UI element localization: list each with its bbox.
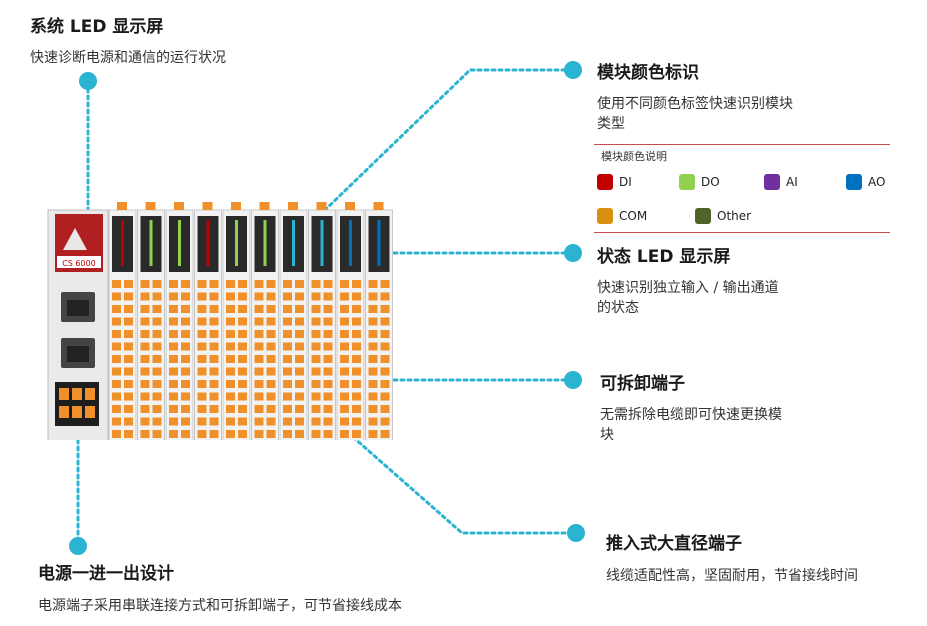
status-led-desc-line1: 快速识别独立输入 / 输出通道 [597,280,779,296]
system-led-title: 系统 LED 显示屏 [30,17,164,37]
legend-label-com: COM [619,209,648,223]
push-in-marker [567,524,585,542]
io-module [308,202,336,440]
push-in-desc: 线缆适配性高，坚固耐用，节省接线时间 [606,568,858,584]
line-module-color [323,68,567,212]
model-plate [57,256,101,268]
module-color-desc-line2: 类型 [597,116,625,132]
io-module [365,202,393,440]
ethernet-port-1-socket [67,300,89,316]
io-module [279,202,308,440]
io-modules [108,202,393,440]
legend-swatch-com [597,208,613,224]
push-in-title: 推入式大直径端子 [606,534,742,554]
module-color-marker [564,61,582,79]
io-module [336,202,365,440]
brand-logo-icon [63,228,87,250]
legend-label-other: Other [717,209,752,223]
legend-swatch-other [695,208,711,224]
legend-title: 模块颜色说明 [601,150,667,163]
io-module [251,202,279,440]
legend-swatch-di [597,174,613,190]
power-pin [72,406,82,418]
line-push-in [343,428,567,535]
system-led-desc: 快速诊断电源和通信的运行状况 [30,50,226,66]
io-module-device: CS 6000 [47,202,393,440]
legend-label-ao: AO [868,175,886,189]
removable-terminal-desc-line1: 无需拆除电缆即可快速更换模 [600,407,782,423]
legend-divider-top [594,144,890,145]
power-pin [85,406,95,418]
io-module [222,202,251,440]
ethernet-port-2-socket [67,346,89,362]
system-led-marker [79,72,97,90]
power-desc: 电源端子采用串联连接方式和可拆卸端子，可节省接线成本 [38,598,402,614]
module-color-title: 模块颜色标识 [597,63,699,83]
removable-terminal-marker [564,371,582,389]
status-led-desc-line2: 的状态 [597,300,639,316]
model-label: CS 6000 [62,259,96,268]
power-terminal-pins [59,388,95,418]
power-pin [85,388,95,400]
status-led-marker [564,244,582,262]
io-module [165,202,194,440]
legend-swatch-do [679,174,695,190]
power-title: 电源一进一出设计 [38,564,174,584]
power-pin [59,406,69,418]
legend-divider-bottom [594,232,890,233]
io-module [194,202,222,440]
legend-swatch-ai [764,174,780,190]
legend-label-di: DI [619,175,632,189]
status-led-title: 状态 LED 显示屏 [597,247,731,267]
io-module [108,202,137,440]
removable-terminal-desc-line2: 块 [600,427,614,443]
power-pin [59,388,69,400]
io-module [137,202,165,440]
legend-swatch-ao [846,174,862,190]
legend-label-ai: AI [786,175,798,189]
power-pin [72,388,82,400]
power-marker [69,537,87,555]
legend-label-do: DO [701,175,720,189]
removable-terminal-title: 可拆卸端子 [600,374,685,394]
module-color-desc-line1: 使用不同颜色标签快速识别模块 [597,96,793,112]
